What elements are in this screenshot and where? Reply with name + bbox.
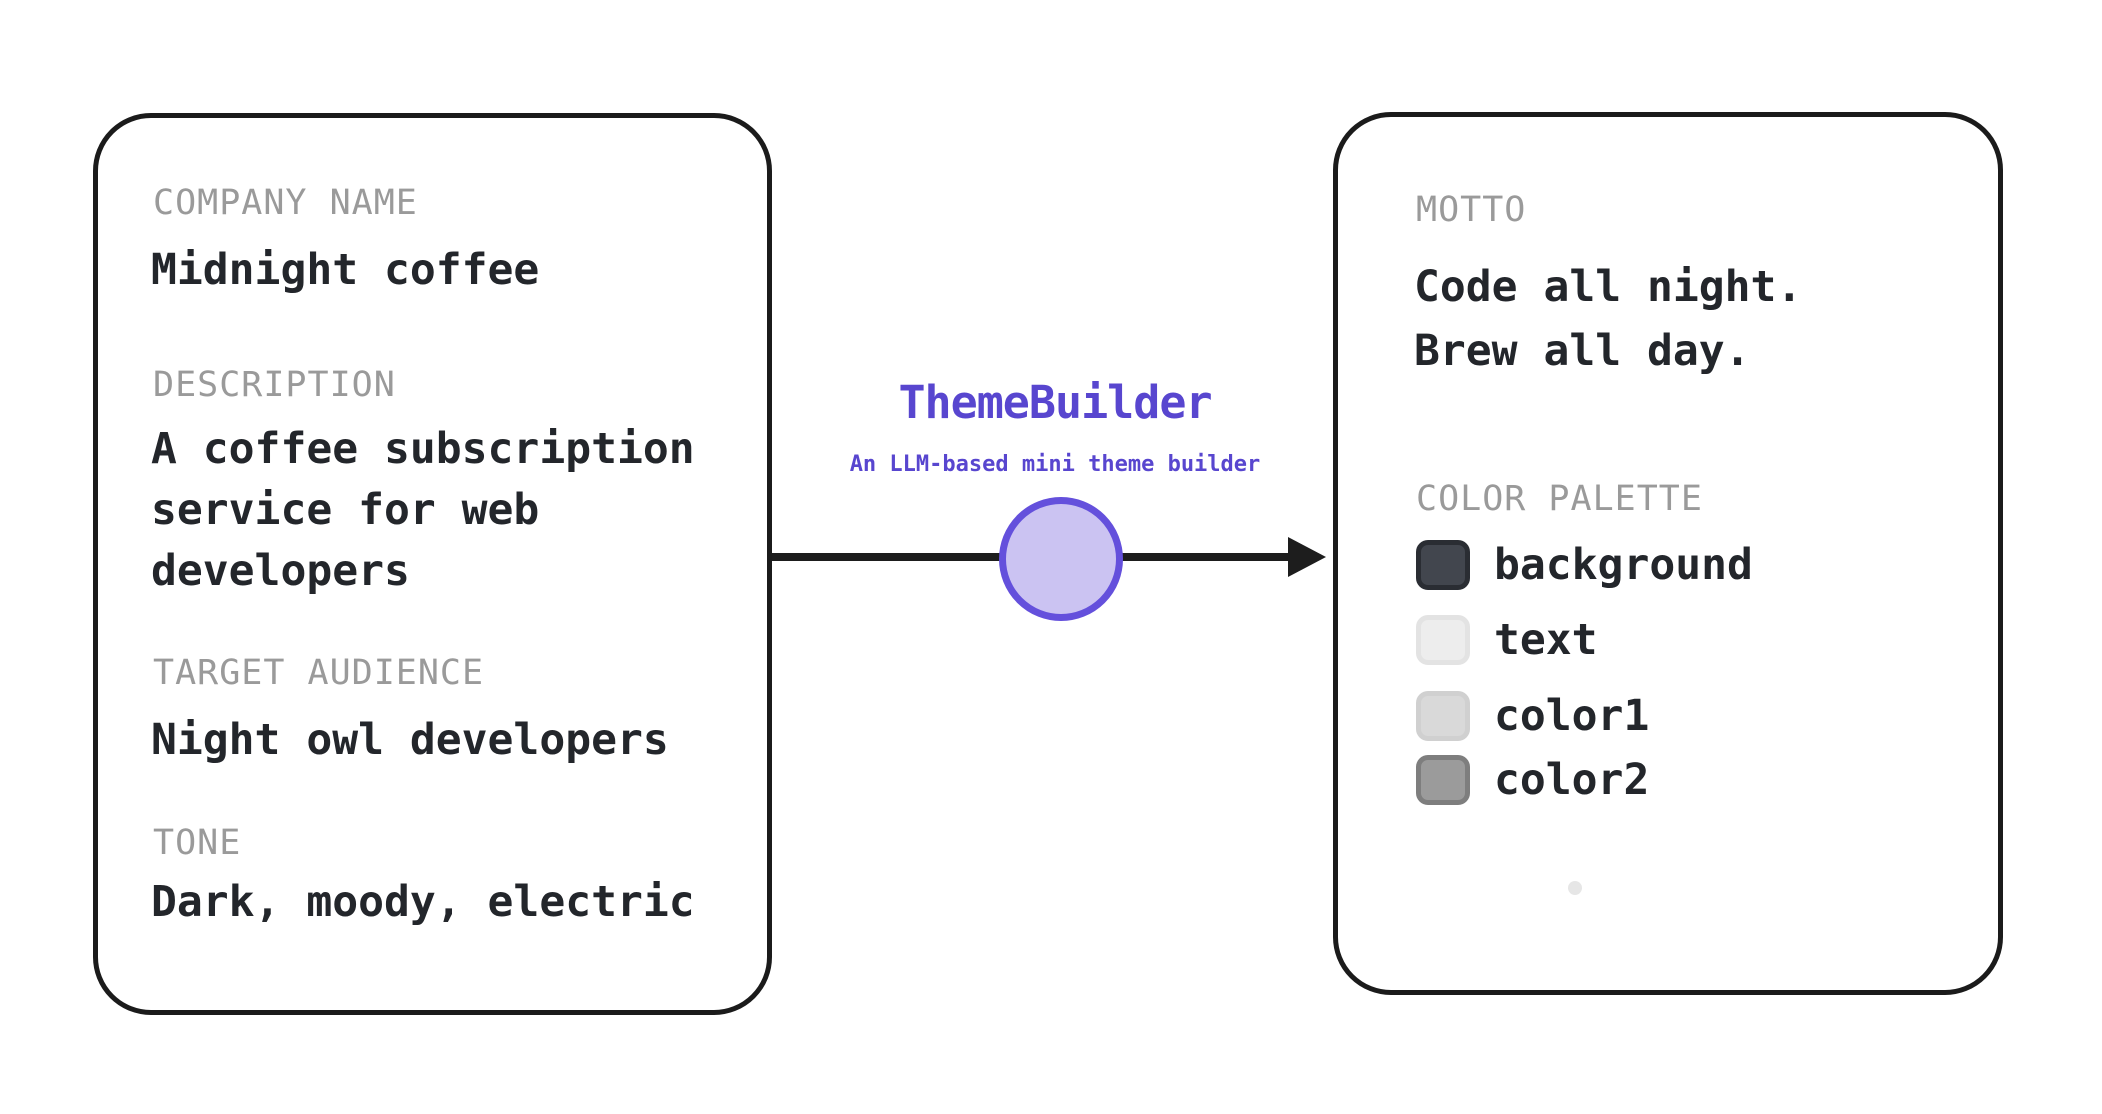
flow-arrow-head-icon bbox=[1288, 537, 1326, 577]
palette-row-text: text bbox=[1416, 615, 1598, 665]
palette-item-name: color1 bbox=[1494, 691, 1650, 741]
text-color-swatch-icon bbox=[1416, 615, 1470, 665]
target-audience-label: TARGET AUDIENCE bbox=[153, 653, 485, 693]
builder-title: ThemeBuilder bbox=[898, 376, 1212, 429]
palette-item-name: text bbox=[1494, 615, 1598, 665]
palette-row-color2: color2 bbox=[1416, 755, 1649, 805]
palette-row-color1: color1 bbox=[1416, 691, 1649, 741]
palette-row-background: background bbox=[1416, 540, 1753, 590]
description-value: A coffee subscription service for web de… bbox=[151, 424, 695, 596]
company-name-label: COMPANY NAME bbox=[153, 183, 418, 223]
color1-swatch-icon bbox=[1416, 691, 1470, 741]
output-card: MOTTO Code all night. Brew all day. COLO… bbox=[1333, 112, 2003, 995]
background-color-swatch-icon bbox=[1416, 540, 1470, 590]
company-name-value: Midnight coffee bbox=[151, 245, 540, 295]
input-card: COMPANY NAME Midnight coffee DESCRIPTION… bbox=[93, 113, 772, 1015]
builder-subtitle: An LLM-based mini theme builder bbox=[849, 452, 1261, 477]
description-label: DESCRIPTION bbox=[153, 365, 396, 405]
motto-value: Code all night. Brew all day. bbox=[1414, 262, 1803, 376]
builder-node-circle-icon bbox=[999, 497, 1123, 621]
target-audience-value: Night owl developers bbox=[151, 715, 669, 765]
tone-value: Dark, moody, electric bbox=[151, 877, 695, 927]
motto-label: MOTTO bbox=[1416, 190, 1527, 230]
color-palette-label: COLOR PALETTE bbox=[1416, 479, 1703, 519]
color2-swatch-icon bbox=[1416, 755, 1470, 805]
palette-item-name: background bbox=[1494, 540, 1753, 590]
stray-dot bbox=[1568, 881, 1582, 895]
tone-label: TONE bbox=[153, 823, 242, 863]
palette-item-name: color2 bbox=[1494, 755, 1650, 805]
